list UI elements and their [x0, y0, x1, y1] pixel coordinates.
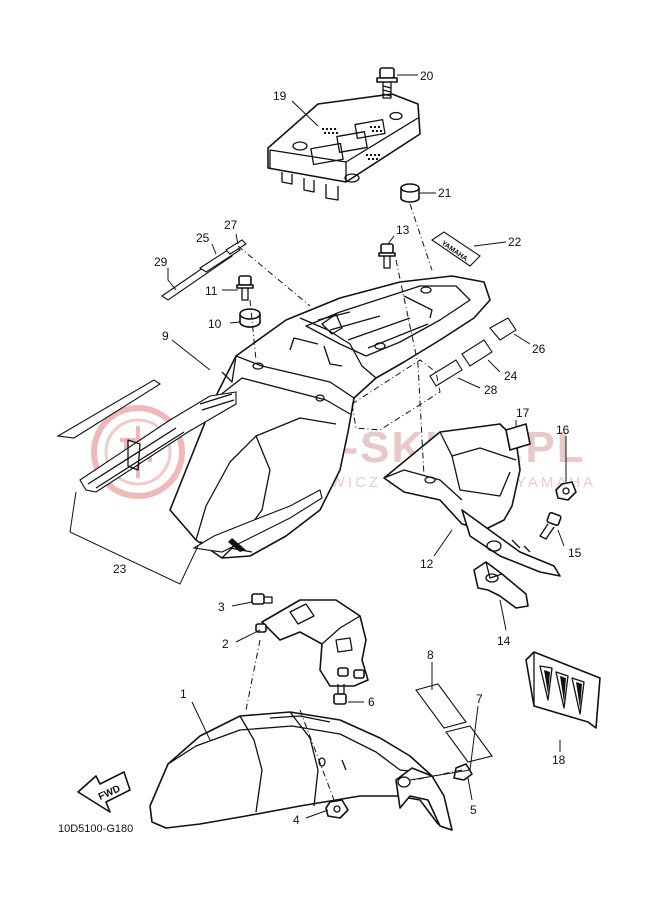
- callout-15: 15: [568, 546, 582, 560]
- callout-2: 2: [222, 637, 229, 651]
- callout-12: 12: [420, 557, 434, 571]
- callout-25: 25: [196, 231, 210, 245]
- callout-23: 23: [113, 562, 127, 576]
- part-25-27-29-strips: [161, 239, 247, 301]
- part-12-license-bracket: [383, 423, 561, 577]
- callout-5: 5: [470, 803, 477, 817]
- callout-3: 3: [218, 600, 225, 614]
- callout-21: 21: [438, 186, 452, 200]
- callout-29: 29: [154, 255, 168, 269]
- part-5-bolt: [453, 763, 473, 781]
- part-19-carrier: [267, 93, 421, 201]
- callout-7: 7: [476, 692, 483, 706]
- callout-17: 17: [516, 406, 530, 420]
- part-13-bolt: [378, 243, 396, 269]
- part-15-bolt: [539, 512, 562, 540]
- callout-19: 19: [273, 89, 287, 103]
- callout-27: 27: [224, 218, 238, 232]
- callout-28: 28: [484, 383, 498, 397]
- part-17-reflector: [505, 423, 531, 451]
- callout-11: 11: [205, 284, 218, 298]
- part-3-bolt: [251, 593, 273, 605]
- callout-10: 10: [208, 317, 222, 331]
- part-18-mud-flap: [525, 651, 601, 729]
- part-14-bracket: [473, 561, 529, 609]
- callout-14: 14: [497, 634, 511, 648]
- callout-18: 18: [552, 753, 566, 767]
- part-16-nut: [555, 481, 577, 501]
- leader-lines: [167, 74, 567, 819]
- part-11-bolt: [236, 275, 254, 301]
- callout-20: 20: [420, 69, 434, 83]
- callout-22: 22: [508, 235, 522, 249]
- watermark-logo-inner: [104, 418, 172, 486]
- part-20-bolt: [376, 67, 398, 99]
- fwd-arrow-icon: FWD: [77, 771, 131, 813]
- callout-8: 8: [427, 648, 434, 662]
- part-24-26-28-decals: [429, 317, 517, 387]
- part-23-side-graphics: [56, 379, 323, 585]
- watermark-logo-ring: [91, 405, 185, 499]
- part-10-grommet: [239, 308, 261, 328]
- part-1-front-fender: [149, 711, 453, 831]
- callout-24: 24: [504, 369, 518, 383]
- part-21-collar: [400, 183, 420, 203]
- part-7-8-fender-decals: [415, 683, 493, 763]
- part-6-bolt: [333, 684, 347, 705]
- callout-13: 13: [396, 223, 410, 237]
- part-2-fender-bracket: [255, 599, 369, 687]
- callout-numbers: 20 19 21 22 27 25 13 29 11 10 9 26 24 28…: [113, 69, 582, 827]
- part-inner-liner: [351, 359, 441, 431]
- callout-1: 1: [180, 687, 187, 701]
- callout-6: 6: [368, 695, 375, 709]
- callout-9: 9: [162, 329, 169, 343]
- part-22-decal: YAMAHA: [431, 231, 481, 267]
- callout-4: 4: [293, 813, 300, 827]
- callout-16: 16: [556, 423, 570, 437]
- part-4-nut: [325, 799, 349, 819]
- drawing-code: 10D5100-G180: [58, 823, 133, 835]
- callout-26: 26: [532, 342, 546, 356]
